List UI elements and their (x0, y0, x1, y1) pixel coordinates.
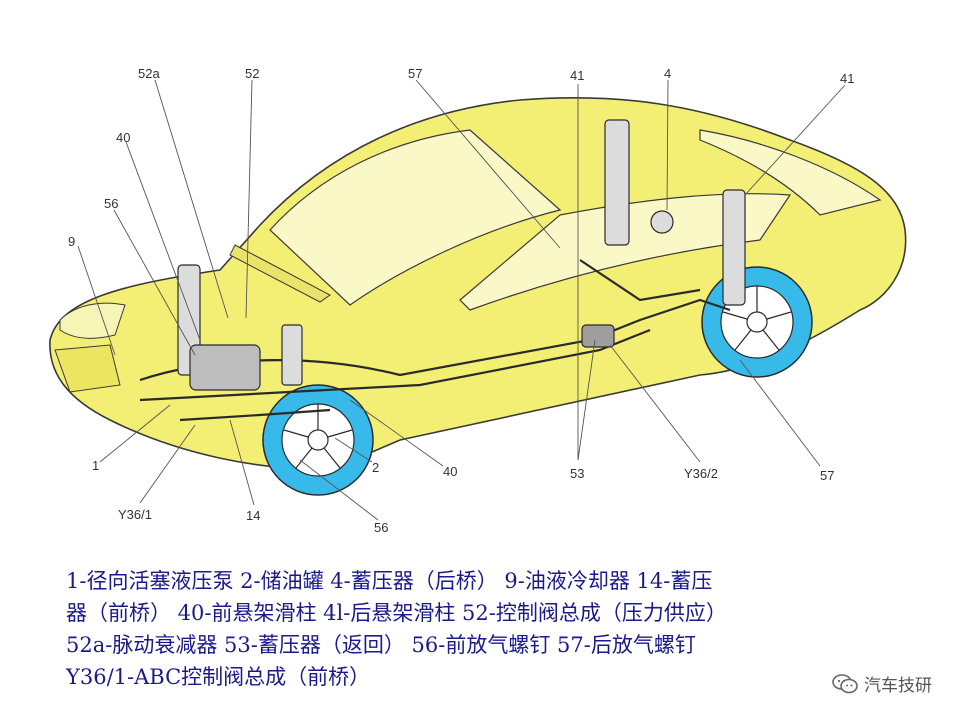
legend-line-1: 1-径向活塞液压泵 2-储油罐 4-蓄压器（后桥） 9-油液冷却器 14-蓄压 (66, 569, 713, 593)
callout-52a: 52a (138, 66, 160, 81)
wechat-icon (832, 673, 858, 693)
callout-57-bottom: 57 (820, 468, 834, 483)
callout-41-right: 41 (840, 71, 854, 86)
rear-strut (604, 119, 746, 306)
watermark-text: 汽车技研 (864, 676, 932, 696)
callout-41-mid: 41 (570, 68, 584, 83)
callout-40-top: 40 (116, 130, 130, 145)
callout-9: 9 (68, 234, 75, 249)
callout-56-left: 56 (104, 196, 118, 211)
callout-1: 1 (92, 458, 99, 473)
front-grille (54, 344, 121, 393)
side-window (459, 193, 792, 311)
front-strut (177, 264, 303, 386)
legend-line-3: 52a-脉动衰减器 53-蓄压器（返回） 56-前放气螺钉 57-后放气螺钉 (66, 633, 696, 657)
callout-2: 2 (372, 460, 379, 475)
rear-window (699, 129, 882, 216)
callout-Y36-2: Y36/2 (684, 466, 718, 481)
suspension-diagram: 52a 52 57 41 4 41 40 56 9 1 Y36/1 14 56 … (49, 66, 907, 535)
callout-14: 14 (246, 508, 260, 523)
legend: 1-径向活塞液压泵 2-储油罐 4-蓄压器（后桥） 9-油液冷却器 14-蓄压 … (66, 565, 926, 693)
car-body (49, 96, 907, 471)
rear-wheel (701, 266, 813, 378)
watermark: 汽车技研 (832, 671, 932, 696)
callout-57-top: 57 (408, 66, 422, 81)
callout-53: 53 (570, 466, 584, 481)
leader-lines (77, 79, 846, 521)
front-wheel (262, 384, 374, 496)
hood-vent (229, 244, 331, 303)
callout-56-bottom: 56 (374, 520, 388, 535)
pump-unit (189, 344, 261, 391)
windshield (269, 129, 562, 306)
callout-52: 52 (245, 66, 259, 81)
legend-line-4: Y36/1-ABC控制阀总成（前桥） (66, 665, 371, 689)
callout-Y36-1: Y36/1 (118, 507, 152, 522)
legend-line-2: 器（前桥） 40-前悬架滑柱 4l-后悬架滑柱 52-控制阀总成（压力供应） (66, 601, 727, 625)
rear-accumulator (650, 210, 674, 234)
headlight (59, 302, 126, 339)
return-accumulator (581, 324, 615, 348)
callout-40-bottom: 40 (443, 464, 457, 479)
callout-4: 4 (664, 66, 671, 81)
